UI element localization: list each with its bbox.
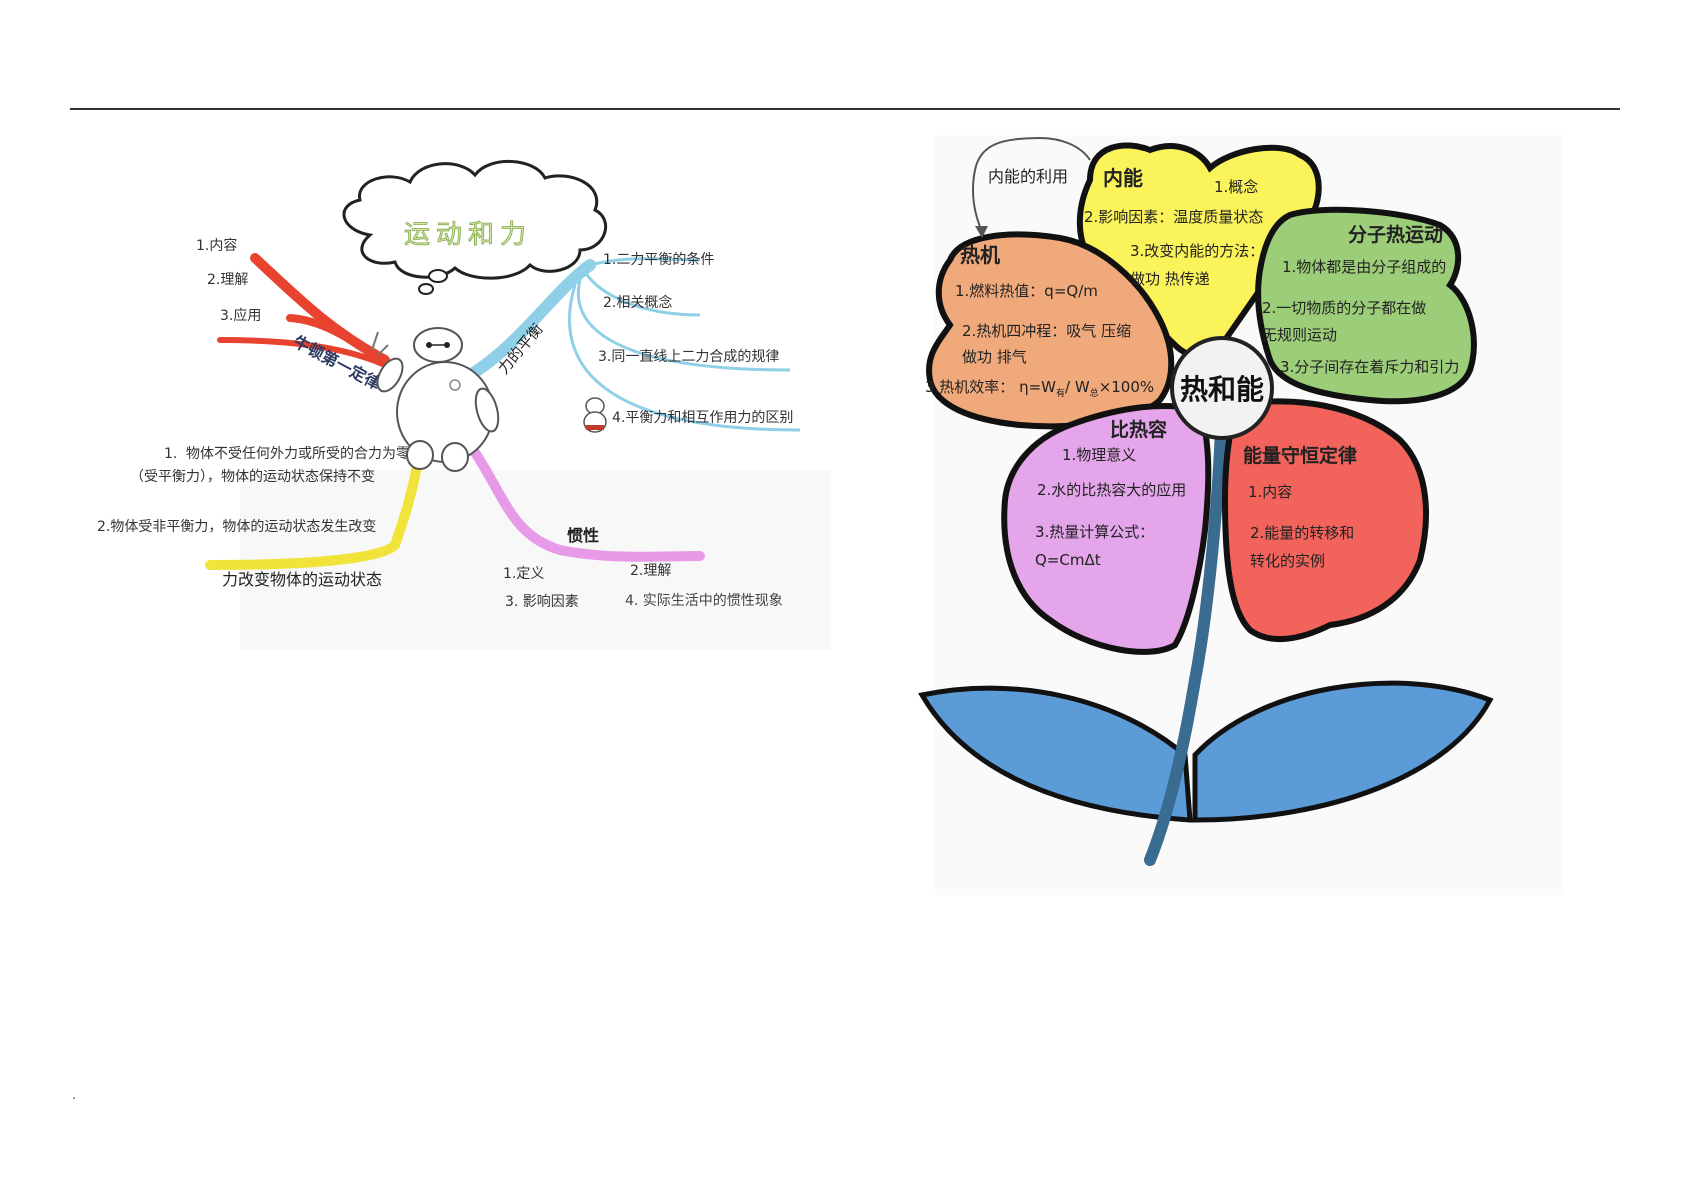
cloud-bubble-2 <box>418 283 434 295</box>
leaf-right <box>1192 680 1494 823</box>
flower-center <box>1170 336 1274 440</box>
reji-item-1: 1.燃料热值：q=Q/m <box>955 282 1098 300</box>
left-map-title: 运动和力 <box>404 220 532 250</box>
footer-dot: . <box>72 1088 76 1102</box>
fenzi-item-2: 2.一切物质的分子都在做 <box>1262 299 1426 317</box>
fenzi-item-3: 无规则运动 <box>1262 326 1337 344</box>
bire-title: 比热容 <box>1110 418 1167 441</box>
force-motion-item-2: 2.物体受非平衡力，物体的运动状态发生改变 <box>97 519 376 535</box>
blue-branch-3 <box>576 279 791 372</box>
blue-branch-1 <box>589 257 701 267</box>
force-motion-branch: 1. 物体不受任何外力或所受的合力为零 （受平衡力），物体的运动状态保持不变 2… <box>97 440 425 589</box>
petal-nengliang <box>1221 398 1429 643</box>
reji-eff-prefix: 3.热机效率： η=W <box>925 378 1056 396</box>
newton-item-3: 3.应用 <box>220 307 261 324</box>
neineng-item-1: 1.概念 <box>1214 178 1258 196</box>
center-label: 热和能 <box>1180 373 1264 406</box>
nengliang-item-1: 1.内容 <box>1248 483 1292 501</box>
force-motion-item-1-line-2: （受平衡力），物体的运动状态保持不变 <box>130 469 375 485</box>
red-branch-2 <box>286 314 389 366</box>
arrow-label: 内能的利用 <box>988 167 1068 186</box>
petal-bire <box>1001 403 1212 655</box>
balance-item-2: 2.相关概念 <box>603 294 672 311</box>
neineng-item-2: 2.影响因素：温度质量状态 <box>1084 208 1263 226</box>
fenzi-item-4: 3.分子间存在着斥力和引力 <box>1280 358 1459 376</box>
blue-branch-4 <box>568 284 801 432</box>
newton-item-2: 2.理解 <box>207 272 248 288</box>
bire-item-4: Q=CmΔt <box>1035 551 1101 569</box>
inertia-label: 惯性 <box>567 526 599 545</box>
bire-item-2: 2.水的比热容大的应用 <box>1037 481 1186 499</box>
arrow-line <box>972 136 1091 233</box>
balance-branch: 力的平衡 1.二力平衡的条件 2.相关概念 3.同一直线上二力合成的规律 4.平… <box>464 251 801 433</box>
robot-leg-left <box>406 440 434 470</box>
neineng-item-3: 3.改变内能的方法： <box>1130 242 1264 260</box>
blue-branch-2 <box>583 271 701 317</box>
reji-eff-sub-2: 总 <box>1090 387 1099 399</box>
fenzi-title: 分子热运动 <box>1348 223 1443 246</box>
red-branch-3 <box>217 337 388 368</box>
arrow-head-icon <box>975 226 988 238</box>
inertia-branch: 惯性 1.定义 2.理解 3. 影响因素 4. 实际生活中的惯性现象 <box>465 440 783 610</box>
header-rule <box>70 108 1620 110</box>
force-motion-label: 力改变物体的运动状态 <box>222 570 382 589</box>
robot-figure <box>371 327 500 472</box>
mini-robot-icon <box>583 397 607 433</box>
inertia-item-4: 4. 实际生活中的惯性现象 <box>625 592 783 609</box>
nengliang-item-3: 转化的实例 <box>1250 552 1325 570</box>
bire-item-1: 1.物理意义 <box>1062 446 1136 464</box>
balance-item-1: 1.二力平衡的条件 <box>603 251 714 268</box>
robot-wand <box>371 331 389 356</box>
neineng-title: 内能 <box>1103 166 1143 190</box>
leaf-left <box>918 685 1193 823</box>
stem <box>1144 394 1228 866</box>
bire-item-3: 3.热量计算公式： <box>1035 523 1154 541</box>
nengliang-title: 能量守恒定律 <box>1243 444 1357 467</box>
nengliang-item-2: 2.能量的转移和 <box>1250 524 1354 542</box>
robot-arm-right <box>474 387 500 433</box>
balance-item-3: 3.同一直线上二力合成的规律 <box>598 348 779 365</box>
force-motion-item-1-line-1: 物体不受任何外力或所受的合力为零 <box>186 446 410 462</box>
reji-eff-sub-1: 有 <box>1056 387 1065 399</box>
right-mind-map: 热和能 内能的利用 内能 1.概念 2.影响因素：温度质量状态 3.改变内能的方… <box>918 135 1563 895</box>
reji-item-2: 2.热机四冲程：吸气 压缩 <box>962 322 1131 340</box>
reji-title: 热机 <box>960 243 1000 267</box>
reji-item-3: 做功 排气 <box>962 348 1027 366</box>
inertia-item-1: 1.定义 <box>503 566 544 582</box>
purple-branch <box>465 440 705 562</box>
neineng-item-4: 做功 热传递 <box>1130 270 1210 288</box>
balance-item-4: 4.平衡力和相互作用力的区别 <box>612 410 793 426</box>
newton-branch: 1.内容 2.理解 3.应用 牛顿第一定律 <box>196 237 390 394</box>
inertia-item-2: 2.理解 <box>630 563 671 579</box>
inertia-item-3: 3. 影响因素 <box>505 594 579 610</box>
fenzi-item-1: 1.物体都是由分子组成的 <box>1282 258 1446 276</box>
robot-badge <box>449 379 461 391</box>
left-mind-map: 运动和力 1.内容 2.理解 3.应用 牛顿第一定律 力的平衡 1.二力平衡的条… <box>97 160 830 650</box>
force-motion-item-1-num: 1. <box>164 446 177 462</box>
yellow-branch <box>205 440 425 570</box>
title-cloud: 运动和力 <box>342 160 608 295</box>
newton-item-1: 1.内容 <box>196 237 237 254</box>
cloud-bubble-1 <box>428 269 448 283</box>
reji-eff-suffix: ×100% <box>1099 378 1154 396</box>
newton-label: 牛顿第一定律 <box>290 332 384 394</box>
reji-item-4: 3.热机效率： η=W有/ W总×100% <box>925 378 1154 399</box>
blue-branch-main <box>464 259 596 381</box>
reji-eff-mid: / W <box>1065 378 1090 396</box>
robot-arm-left <box>376 357 404 393</box>
petal-fenzi <box>1255 206 1477 405</box>
robot-leg-right <box>441 442 469 472</box>
